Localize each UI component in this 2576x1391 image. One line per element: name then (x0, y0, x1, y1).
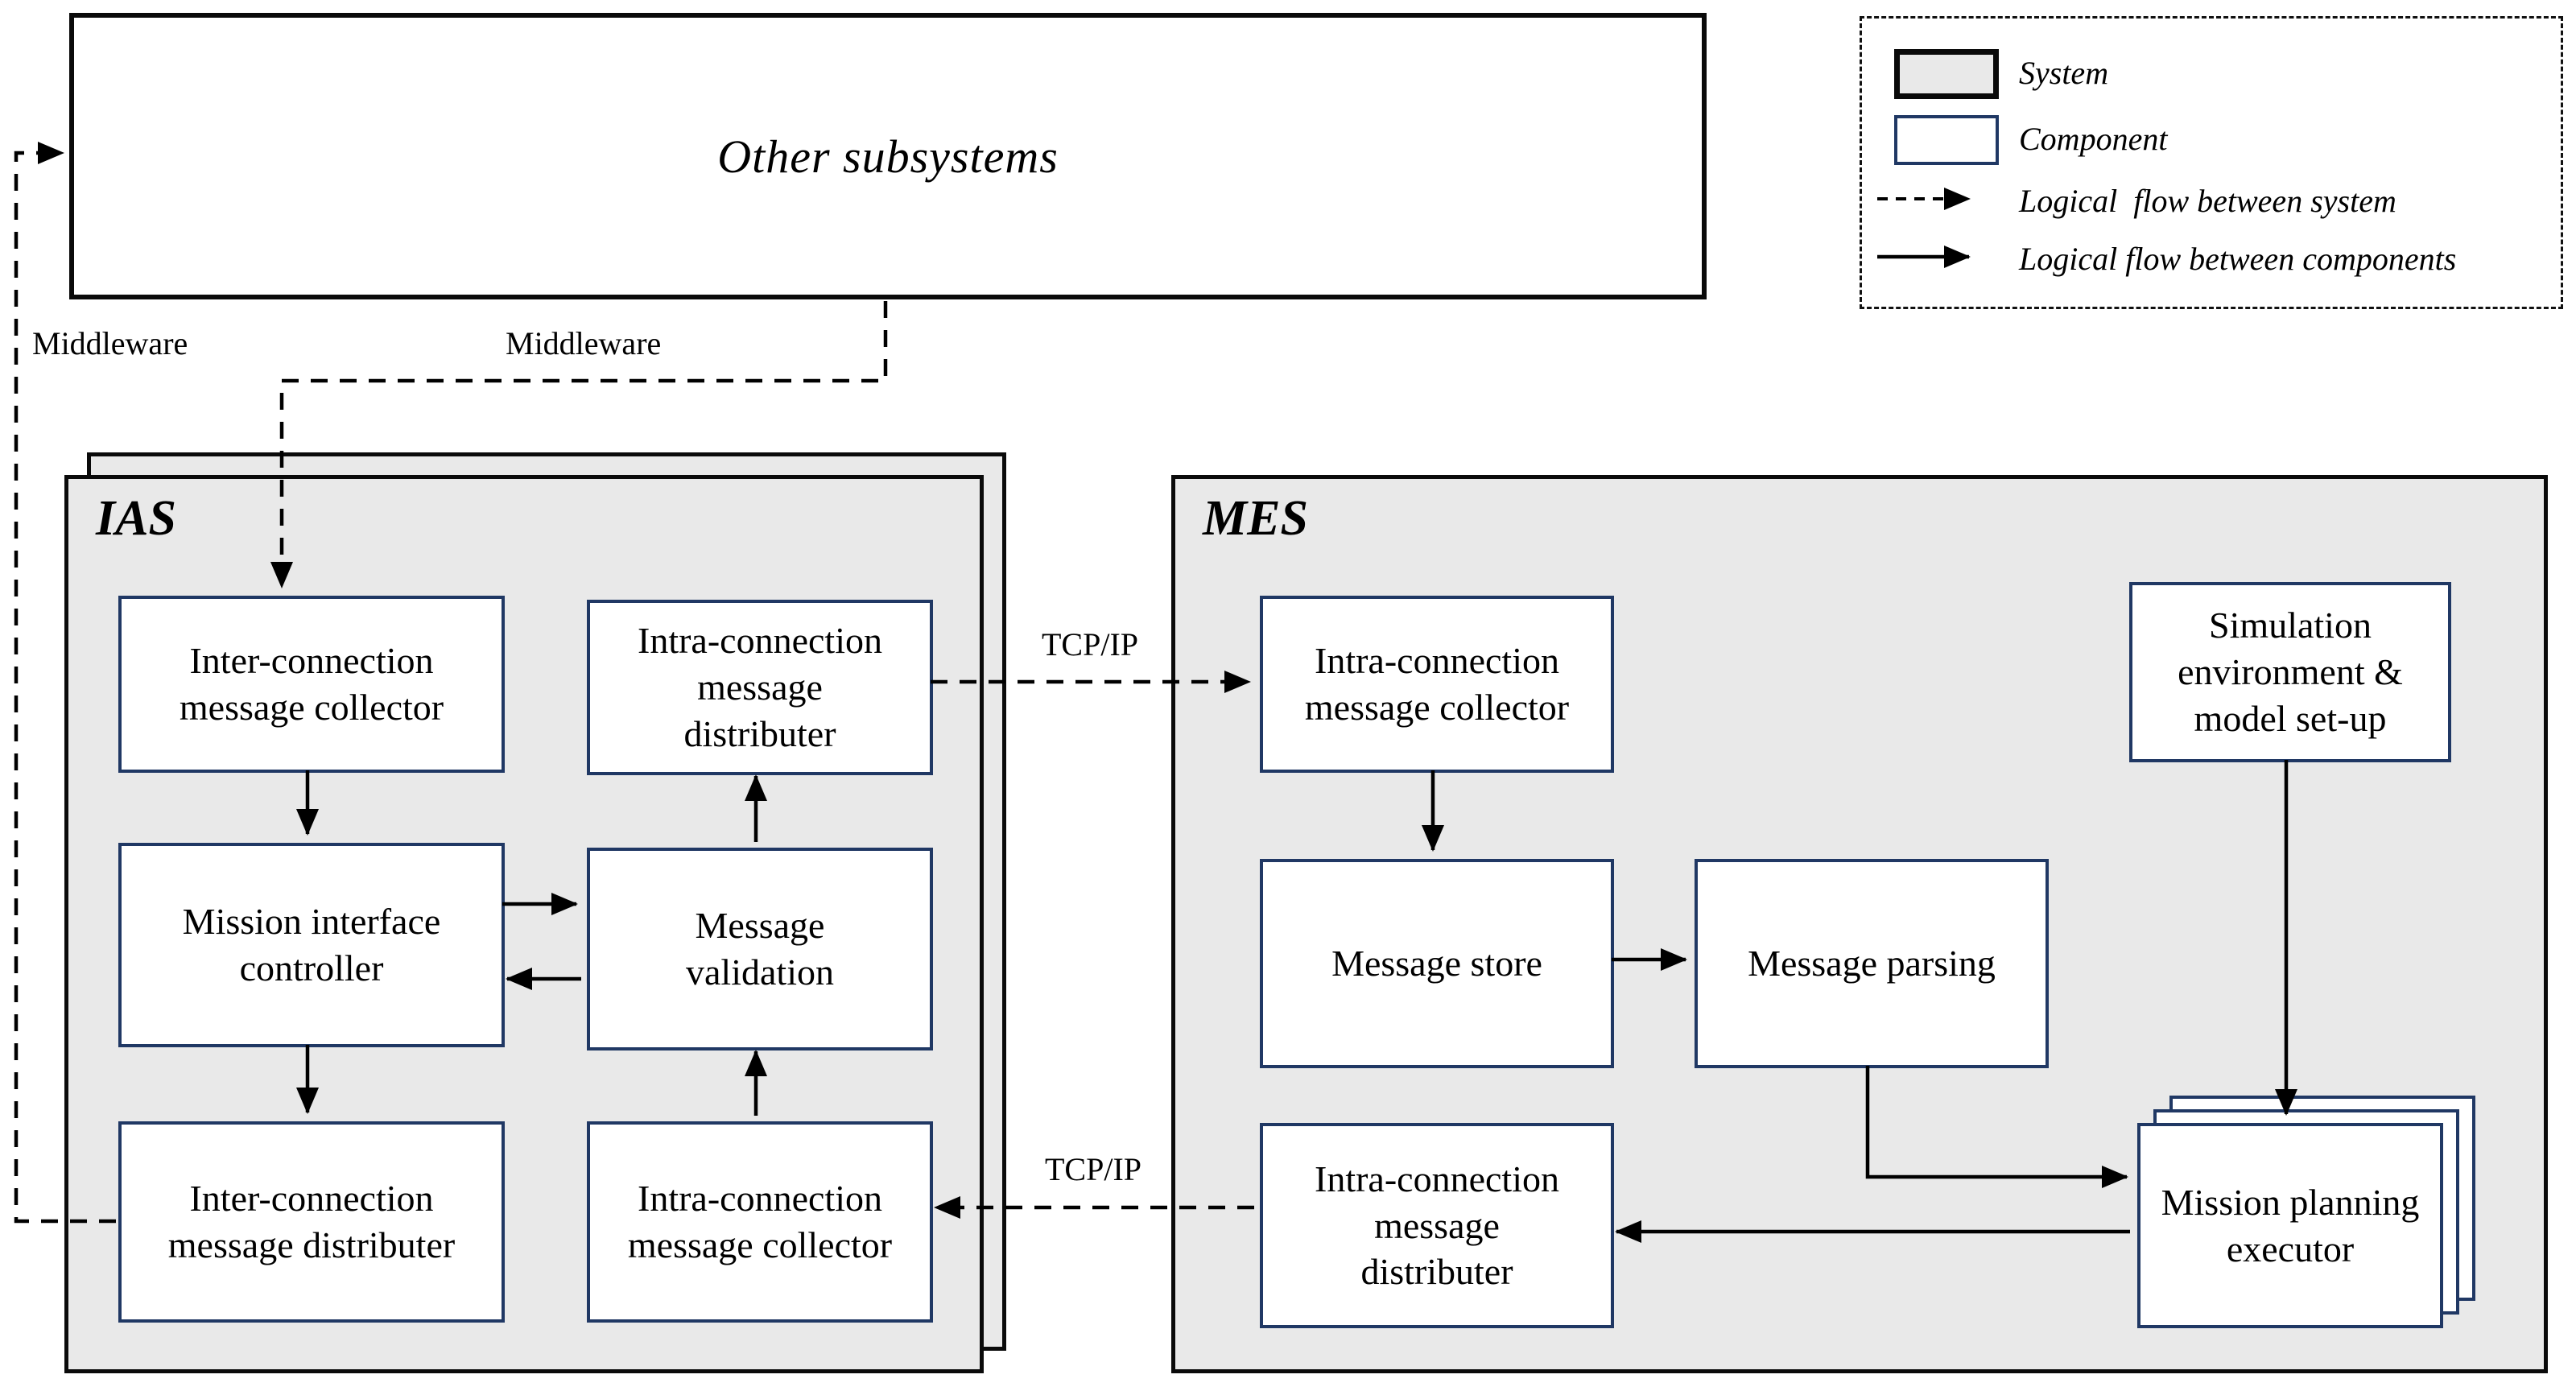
mes-intra-connection-message-collector: Intra-connection message collector (1260, 596, 1614, 773)
other-subsystems-box: Other subsystems (69, 13, 1707, 299)
ias-title: IAS (96, 491, 176, 546)
legend-flow-system-label: Logical flow between system (2019, 183, 2396, 219)
legend: System Component Logical flow between sy… (1860, 16, 2563, 309)
ias-intra-connection-message-distributer: Intra-connection message distributer (587, 600, 933, 775)
other-subsystems-label: Other subsystems (717, 130, 1059, 183)
legend-system-swatch (1894, 49, 1999, 99)
legend-component-label: Component (2019, 121, 2168, 157)
ias-message-validation: Message validation (587, 848, 933, 1050)
legend-flow-components-label: Logical flow between components (2019, 241, 2457, 277)
mes-intra-connection-message-distributer: Intra-connection message distributer (1260, 1123, 1614, 1328)
legend-system-label: System (2019, 55, 2109, 91)
mes-mission-planning-executor: Mission planning executor (2137, 1123, 2443, 1328)
ias-system: IAS Inter-connection message collector I… (64, 475, 984, 1373)
mes-message-parsing: Message parsing (1695, 859, 2049, 1068)
tcpip-label-top: TCP/IP (1041, 626, 1139, 662)
mes-title: MES (1203, 491, 1308, 546)
ias-inter-connection-message-distributer: Inter-connection message distributer (118, 1121, 505, 1323)
middleware-label-left: Middleware (32, 325, 188, 361)
legend-component-swatch (1894, 115, 1999, 165)
ias-mission-interface-controller: Mission interface controller (118, 843, 505, 1047)
ias-inter-connection-message-collector: Inter-connection message collector (118, 596, 505, 773)
mes-simulation-environment-box: Simulation environment & model set-up (2129, 582, 2451, 762)
tcpip-label-bottom: TCP/IP (1044, 1151, 1142, 1187)
mes-message-store: Message store (1260, 859, 1614, 1068)
ias-intra-connection-message-collector: Intra-connection message collector (587, 1121, 933, 1323)
mes-system: MES Intra-connection message collector S… (1171, 475, 2548, 1373)
middleware-label-center: Middleware (506, 325, 662, 361)
